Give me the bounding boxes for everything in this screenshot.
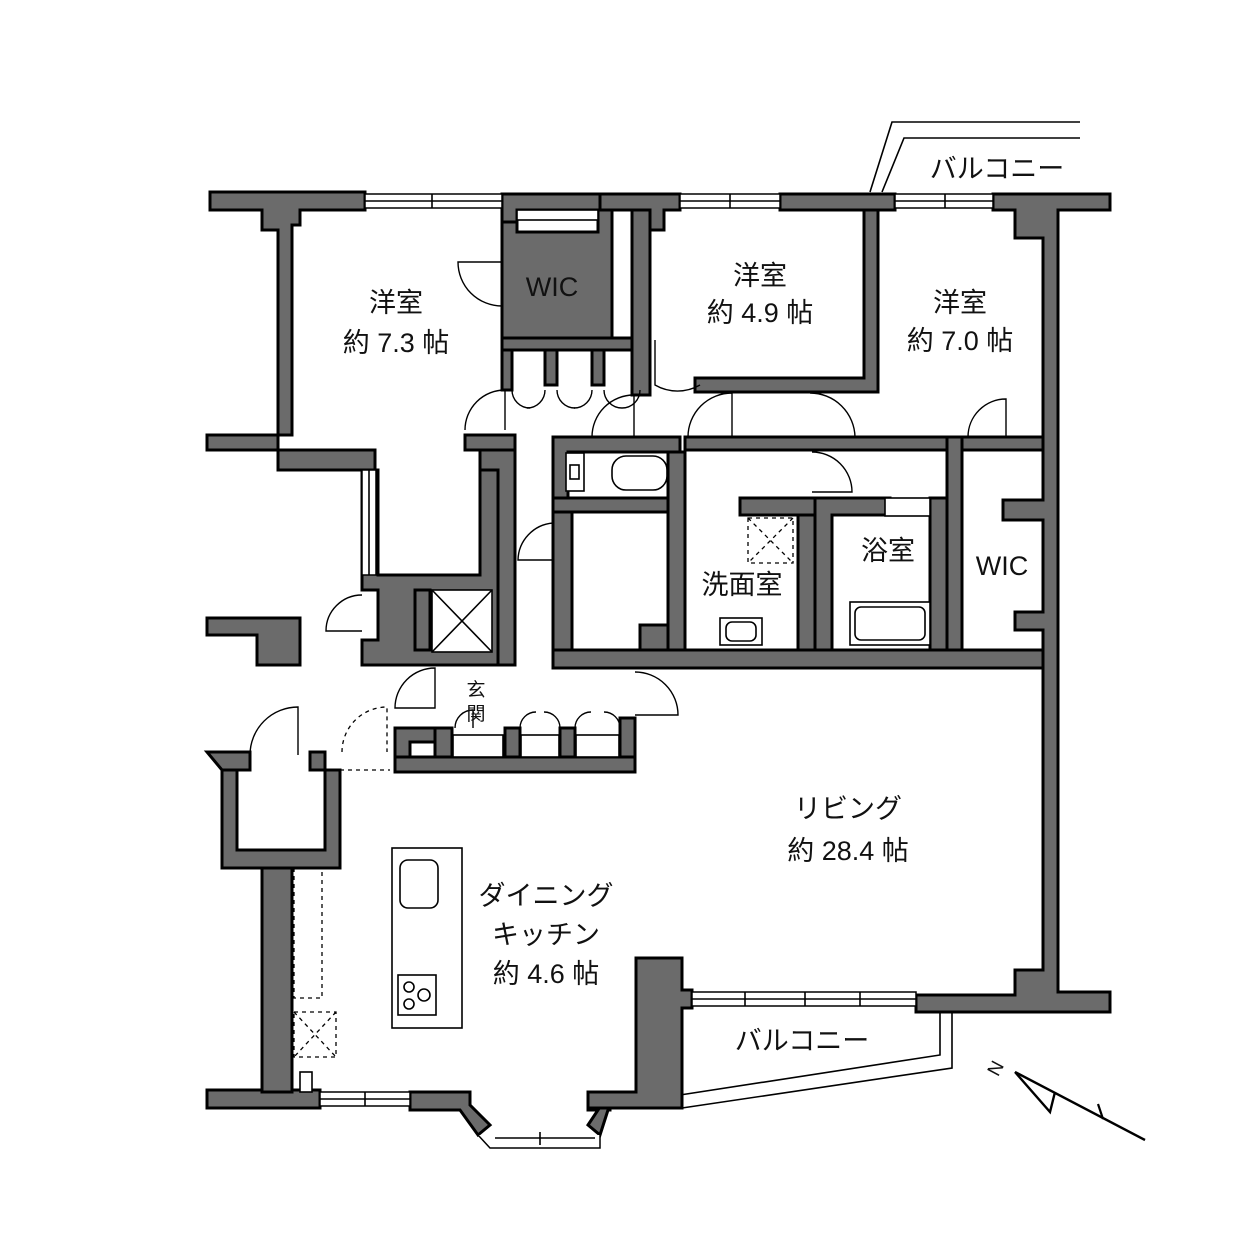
center-room-size: 約 4.9 帖 — [707, 298, 814, 328]
west-room-name: 洋室 — [369, 288, 423, 318]
dining-line2: キッチン — [492, 920, 600, 950]
compass: N — [984, 1058, 1146, 1142]
living-size: 約 28.4 帖 — [787, 836, 909, 866]
living-name: リビング — [794, 794, 902, 824]
east-room-size: 約 7.0 帖 — [907, 326, 1014, 356]
walls — [203, 190, 1112, 1138]
top-balcony-label: バルコニー — [930, 154, 1064, 184]
windows — [319, 193, 994, 1149]
compass-north-label: N — [984, 1058, 1009, 1080]
entrance-label-1: 玄 — [466, 679, 485, 701]
bath-label: 浴室 — [861, 536, 915, 566]
dining-line1: ダイニング — [479, 881, 614, 911]
top-balcony-outline — [869, 121, 1080, 193]
wic-top-label: WIC — [526, 272, 578, 302]
fixtures — [293, 209, 931, 1093]
center-room-name: 洋室 — [733, 261, 787, 291]
entrance-label-2: 関 — [466, 704, 485, 725]
washroom-label: 洗面室 — [702, 570, 783, 600]
labels: 洋室 約 7.3 帖 WIC 洋室 約 4.9 帖 洋室 約 7.0 帖 バルコ… — [343, 154, 1065, 1056]
west-room-size: 約 7.3 帖 — [343, 328, 450, 358]
dining-size: 約 4.6 帖 — [493, 959, 600, 989]
east-room-name: 洋室 — [933, 288, 987, 318]
bottom-balcony-outline — [679, 1012, 953, 1109]
bottom-balcony-label: バルコニー — [735, 1026, 869, 1056]
doors — [249, 261, 1007, 771]
wic-right-label: WIC — [976, 551, 1028, 581]
